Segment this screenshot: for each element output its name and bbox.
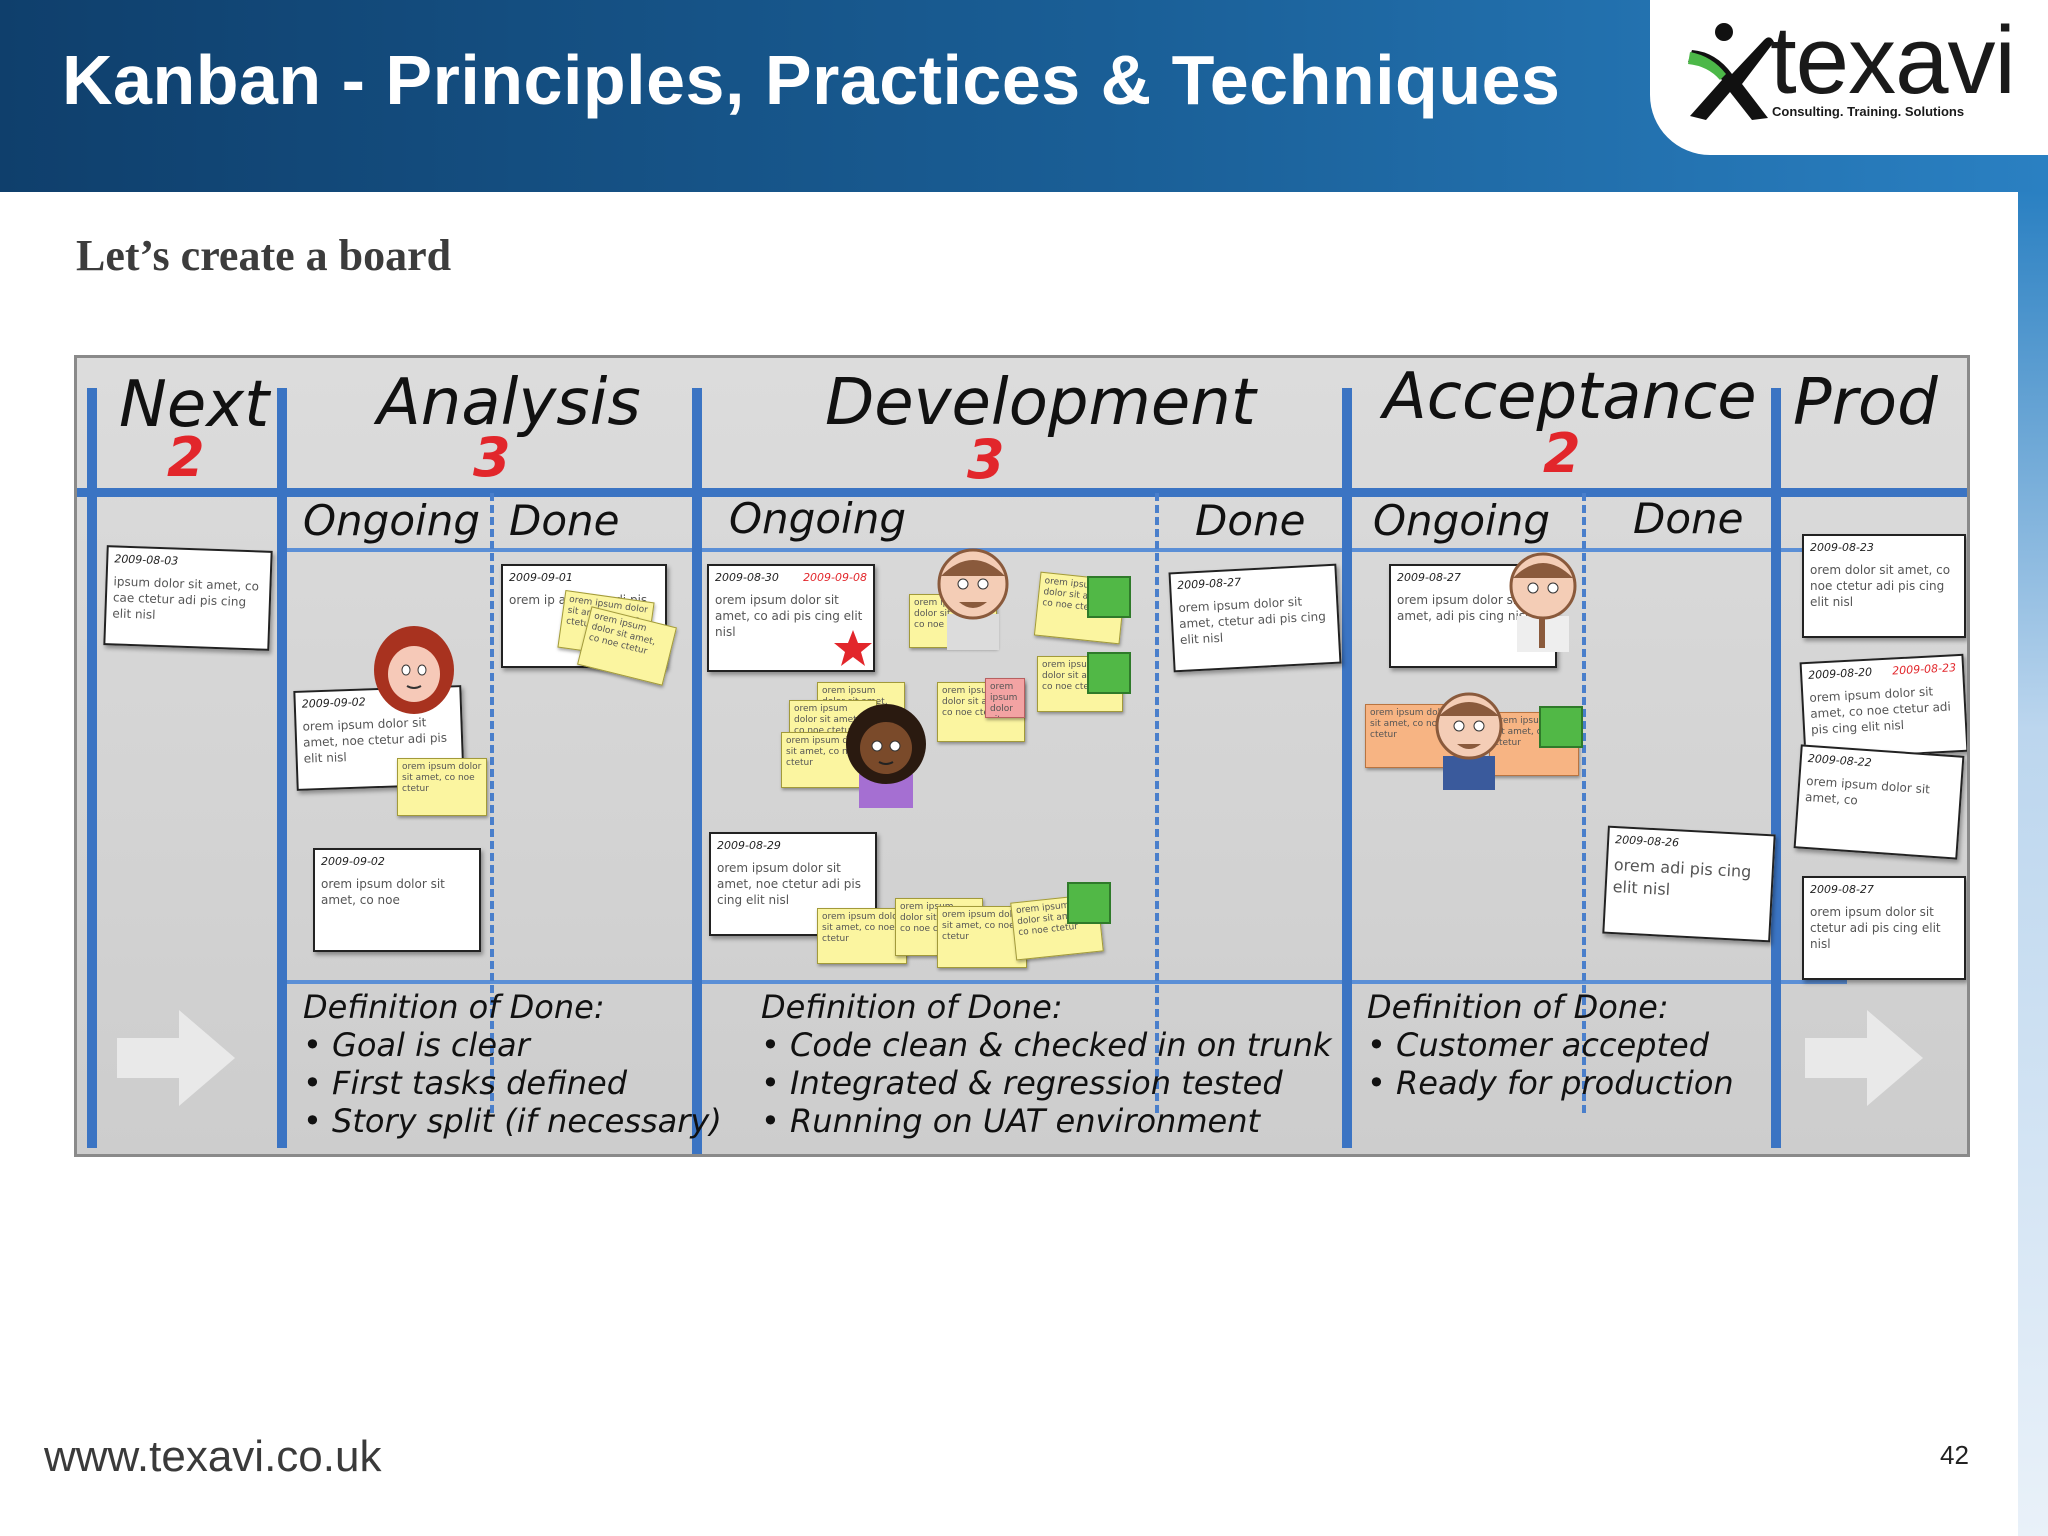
column-title-prod: Prod <box>1793 366 1938 440</box>
sticky-note[interactable]: orem ipsum dolor sit amet, co noe ctetur <box>397 758 487 816</box>
acceptance-definition-of-done: Definition of Done: • Customer accepted … <box>1367 988 1734 1102</box>
board-subheader-divider <box>287 548 1847 552</box>
arrow-right-icon <box>1805 1010 1923 1106</box>
team-member-avatar-redhead <box>374 626 454 714</box>
board-divider-acceptance <box>1771 388 1781 1148</box>
green-sticky-note[interactable] <box>1539 706 1583 748</box>
board-header-divider <box>77 488 1967 497</box>
column-wip-development: 3 <box>967 428 1005 491</box>
green-sticky-note[interactable] <box>1087 652 1131 694</box>
development-ongoing-done-divider <box>1155 493 1159 1113</box>
column-title-next: Next <box>119 368 270 442</box>
team-member-avatar-developer <box>937 548 1009 650</box>
footer-website-url[interactable]: www.texavi.co.uk <box>44 1432 382 1481</box>
analysis-definition-of-done: Definition of Done: • Goal is clear • Fi… <box>303 988 722 1140</box>
board-divider-next <box>277 388 287 1148</box>
board-border-left <box>87 388 97 1148</box>
development-done-label: Done <box>1195 496 1306 545</box>
orange-sticky-note[interactable]: orem ipsum dolor sit amet, co noe ctetur <box>1365 704 1455 768</box>
logo-tagline: Consulting. Training. Solutions <box>1772 104 1965 119</box>
slide-edge-decoration <box>2018 192 2048 1536</box>
green-sticky-note[interactable] <box>1087 576 1131 618</box>
analysis-done-label: Done <box>509 496 620 545</box>
column-wip-analysis: 3 <box>473 426 511 489</box>
logo-wordmark: texavi <box>1770 7 2016 114</box>
board-divider-development <box>1342 388 1352 1148</box>
team-member-avatar-tester <box>846 704 926 808</box>
analysis-ongoing-done-divider <box>490 493 494 1113</box>
acceptance-ongoing-label: Ongoing <box>1373 496 1550 545</box>
column-title-development: Development <box>825 366 1256 440</box>
pink-sticky-note[interactable]: orem ipsum dolor sit amet, co noe ctetur <box>985 678 1025 718</box>
analysis-ongoing-label: Ongoing <box>303 496 480 545</box>
slide-subtitle: Let’s create a board <box>76 231 452 280</box>
board-dod-divider <box>287 980 1847 984</box>
column-wip-next: 2 <box>167 426 205 489</box>
sticky-note[interactable]: orem ipsum dolor sit amet, co noe ctetur <box>817 908 907 964</box>
running-figure-icon <box>1688 23 1774 120</box>
column-wip-acceptance: 2 <box>1543 422 1581 485</box>
column-title-acceptance: Acceptance <box>1383 360 1757 434</box>
priority-star-icon <box>834 630 872 666</box>
acceptance-done-label: Done <box>1633 494 1744 543</box>
kanban-board: Next 2 Analysis 3 Development 3 Acceptan… <box>74 355 1970 1157</box>
slide-page-number: 42 <box>1940 1440 1969 1470</box>
column-title-analysis: Analysis <box>377 366 641 440</box>
slide-title: Kanban - Principles, Practices & Techniq… <box>62 41 1561 119</box>
acceptance-ongoing-done-divider <box>1582 493 1586 1113</box>
development-definition-of-done: Definition of Done: • Code clean & check… <box>761 988 1332 1140</box>
team-member-avatar-customer <box>1509 552 1577 652</box>
development-ongoing-label: Ongoing <box>729 494 906 543</box>
texavi-logo: texavi Consulting. Training. Solutions <box>1650 0 2048 155</box>
team-member-avatar-analyst <box>1435 692 1503 790</box>
green-sticky-note[interactable] <box>1067 882 1111 924</box>
board-divider-analysis <box>692 388 702 1154</box>
arrow-right-icon <box>117 1010 235 1106</box>
